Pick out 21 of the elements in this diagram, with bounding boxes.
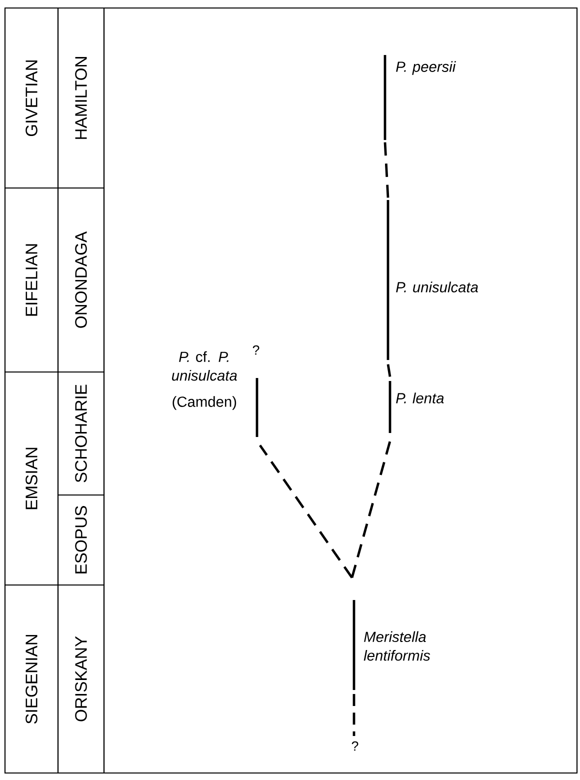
species-label: Meristella lentiformis [364, 631, 430, 661]
lineage-line [350, 440, 392, 578]
lineage-line [386, 364, 392, 377]
lineage-line [384, 142, 390, 198]
stage-cell: HAMILTON [57, 7, 105, 189]
stage-cell: EMSIAN [4, 371, 59, 586]
stage-cell: ESOPUS [57, 494, 105, 586]
stage-cell: SIEGENIAN [4, 584, 59, 774]
stage-cell: ONONDAGA [57, 187, 105, 373]
stage-cell: GIVETIAN [4, 7, 59, 189]
stage-cell: SCHOHARIE [57, 371, 105, 496]
species-label: P. lenta [396, 392, 444, 404]
species-label: P. peersii [396, 61, 456, 75]
query-mark: ? [252, 345, 260, 355]
species-label: (Camden) [172, 396, 236, 410]
species-label: P. unisulcata [396, 282, 478, 292]
stage-cell: EIFELIAN [4, 187, 59, 373]
query-mark: ? [352, 741, 358, 751]
stage-cell: ORISKANY [57, 584, 105, 774]
species-label: P. cf. P. unisulcata [172, 351, 237, 381]
lineage-line [259, 444, 353, 578]
